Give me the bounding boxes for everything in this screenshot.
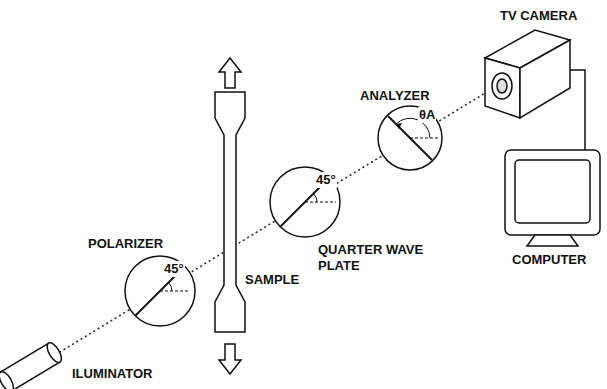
camera-cable [570,70,585,150]
component-label: TV CAMERA [500,8,577,24]
light-beam [55,84,500,355]
component-label: SAMPLE [245,272,299,288]
computer-monitor [505,150,600,246]
tv-camera [485,30,570,118]
component-label: QUARTER WAVE PLATE [318,242,430,274]
angle-label: θA [418,107,436,123]
component-label: ANALYZER [360,88,430,104]
dogbone-sample [215,92,245,332]
angle-label: 45° [163,261,185,277]
component-label: ILUMINATOR [72,366,152,382]
angle-label: 45° [315,172,337,188]
quarter-wave-plate-disk [270,167,340,237]
polarizer-disk [125,256,195,326]
tension-arrow [219,58,241,88]
illuminator-lamp [0,341,64,389]
component-label: COMPUTER [512,252,586,268]
tension-arrow [219,344,241,374]
component-label: POLARIZER [88,236,163,252]
analyzer-disk [378,106,442,170]
